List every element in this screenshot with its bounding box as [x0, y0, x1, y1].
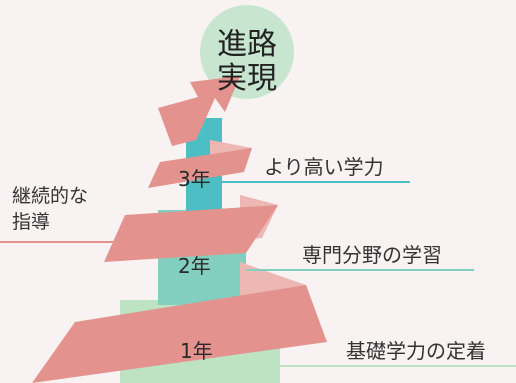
year1-label: 1年	[180, 339, 213, 363]
goal-label-line1: 進路	[217, 27, 277, 62]
goal-label-line2: 実現	[217, 61, 277, 96]
continuous-guidance-label: 継続的な 指導	[12, 183, 122, 235]
year2-description: 専門分野の学習	[302, 243, 442, 267]
year2-label: 2年	[178, 254, 211, 278]
band-front-bottom	[32, 285, 327, 383]
band-arrow-head	[158, 76, 240, 146]
continuous-guidance-line2: 指導	[12, 211, 51, 233]
year3-label: 3年	[178, 167, 211, 191]
goal-label: 進路 実現	[202, 28, 292, 96]
band-front-upper	[148, 148, 252, 188]
year3-description: より高い学力	[264, 155, 384, 179]
continuous-guidance-line1: 継続的な	[12, 185, 89, 207]
year1-description: 基礎学力の定着	[346, 339, 486, 363]
band-front-middle	[104, 205, 278, 262]
goal-circle	[200, 5, 294, 99]
